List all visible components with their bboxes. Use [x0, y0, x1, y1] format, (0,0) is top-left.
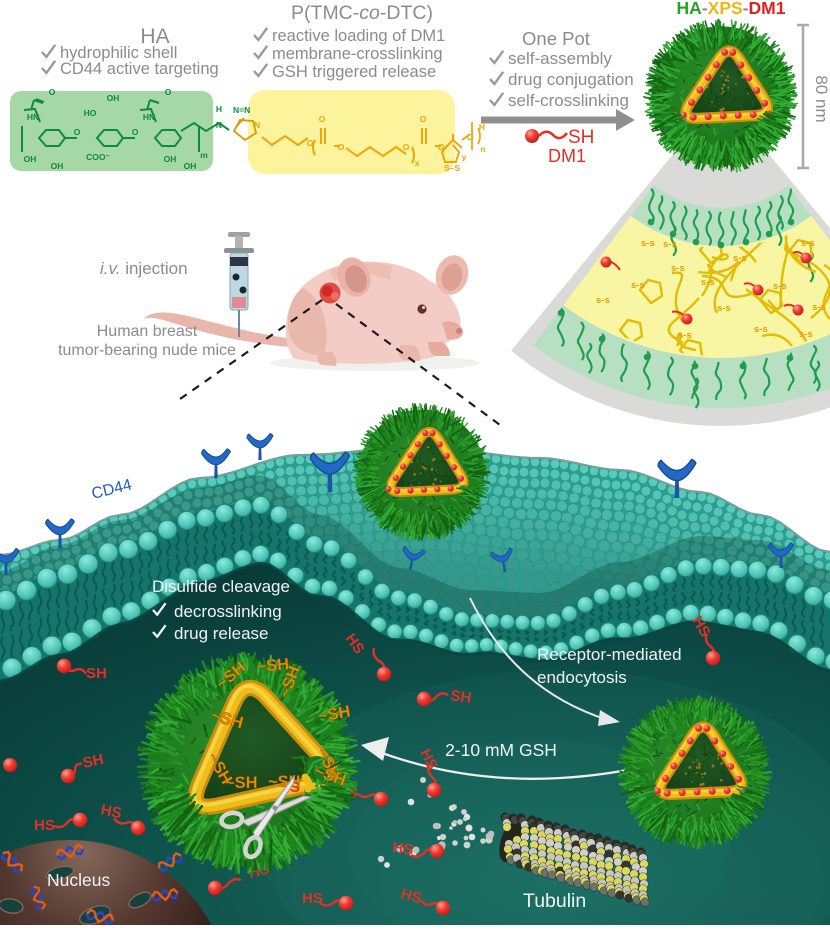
- svg-text:endocytosis: endocytosis: [537, 668, 627, 687]
- svg-text:s-s: s-s: [799, 329, 813, 340]
- svg-text:OH: OH: [164, 154, 177, 164]
- svg-text:x: x: [415, 158, 420, 168]
- svg-text:COO⁻: COO⁻: [86, 152, 110, 162]
- svg-text:O: O: [420, 114, 427, 124]
- svg-text:y: y: [462, 152, 467, 162]
- svg-text:O: O: [74, 127, 81, 137]
- svg-text:O: O: [49, 87, 56, 97]
- svg-text:s-s: s-s: [671, 263, 685, 274]
- svg-text:HO: HO: [84, 108, 97, 118]
- svg-text:GSH triggered release: GSH triggered release: [272, 63, 436, 81]
- svg-text:i.v. injection: i.v. injection: [100, 259, 188, 278]
- svg-text:HS: HS: [302, 890, 323, 907]
- svg-text:SH: SH: [449, 687, 472, 707]
- svg-text:CD44 active targeting: CD44 active targeting: [60, 60, 219, 78]
- svg-text:Tubulin: Tubulin: [523, 890, 586, 912]
- svg-text:m: m: [200, 150, 208, 160]
- svg-text:80 nm: 80 nm: [812, 75, 830, 122]
- svg-text:Human breast: Human breast: [97, 323, 198, 340]
- svg-text:O: O: [319, 114, 326, 124]
- svg-text:s-s: s-s: [801, 238, 815, 249]
- svg-text:s-s: s-s: [717, 303, 731, 314]
- svg-text:s-s: s-s: [754, 324, 768, 335]
- svg-text:s-s: s-s: [701, 277, 715, 288]
- svg-text:s-s: s-s: [641, 238, 655, 249]
- svg-text:tumor-bearing nude mice: tumor-bearing nude mice: [58, 342, 236, 359]
- svg-text:membrane-crosslinking: membrane-crosslinking: [272, 45, 443, 63]
- svg-text:HN: HN: [143, 112, 155, 122]
- svg-text:drug conjugation: drug conjugation: [508, 70, 634, 89]
- svg-text:P(TMC-co-DTC): P(TMC-co-DTC): [291, 2, 433, 24]
- svg-text:~SH: ~SH: [225, 774, 258, 792]
- svg-text:s-s: s-s: [663, 239, 677, 250]
- svg-text:drug release: drug release: [174, 624, 269, 643]
- svg-text:O: O: [438, 142, 445, 152]
- svg-text:OH: OH: [107, 93, 120, 103]
- svg-text:O: O: [338, 142, 345, 152]
- svg-text:Receptor-mediated: Receptor-mediated: [537, 645, 682, 664]
- svg-text:N=N: N=N: [233, 105, 250, 115]
- svg-text:SH: SH: [86, 665, 107, 682]
- svg-text:self-assembly: self-assembly: [508, 49, 612, 68]
- svg-text:O: O: [165, 87, 172, 97]
- svg-text:S–S: S–S: [444, 163, 460, 173]
- svg-text:HN: HN: [27, 112, 39, 122]
- svg-text:O: O: [307, 138, 314, 148]
- svg-text:HS: HS: [34, 817, 55, 834]
- svg-text:OH: OH: [184, 161, 197, 171]
- svg-text:s-s: s-s: [631, 280, 645, 291]
- svg-text:Nucleus: Nucleus: [47, 870, 110, 890]
- svg-text:s-s: s-s: [733, 253, 747, 264]
- svg-text:HS: HS: [391, 839, 414, 859]
- svg-text:s-s: s-s: [678, 330, 692, 341]
- svg-text:One Pot: One Pot: [522, 28, 590, 49]
- svg-text:self-crosslinking: self-crosslinking: [508, 91, 629, 110]
- svg-text:N: N: [254, 120, 260, 130]
- svg-text:s-s: s-s: [773, 281, 787, 292]
- svg-text:H: H: [216, 104, 222, 114]
- svg-text:reactive loading of DM1: reactive loading of DM1: [272, 27, 445, 45]
- svg-text:HA-XPS-DM1: HA-XPS-DM1: [677, 0, 786, 18]
- svg-text:n: n: [480, 144, 485, 154]
- svg-text:Disulfide cleavage: Disulfide cleavage: [152, 577, 290, 596]
- svg-text:O: O: [467, 132, 474, 142]
- svg-text:DM1: DM1: [548, 146, 586, 166]
- svg-text:SH: SH: [568, 127, 594, 148]
- svg-text:O: O: [132, 127, 139, 137]
- svg-text:OH: OH: [51, 161, 64, 171]
- svg-text:N: N: [216, 120, 222, 130]
- svg-text:decrosslinking: decrosslinking: [174, 602, 282, 621]
- svg-text:O: O: [403, 142, 410, 152]
- svg-text:OH: OH: [24, 154, 37, 164]
- svg-text:s-s: s-s: [596, 295, 610, 306]
- svg-text:2-10 mM GSH: 2-10 mM GSH: [445, 740, 557, 760]
- svg-text:s-s: s-s: [812, 302, 826, 313]
